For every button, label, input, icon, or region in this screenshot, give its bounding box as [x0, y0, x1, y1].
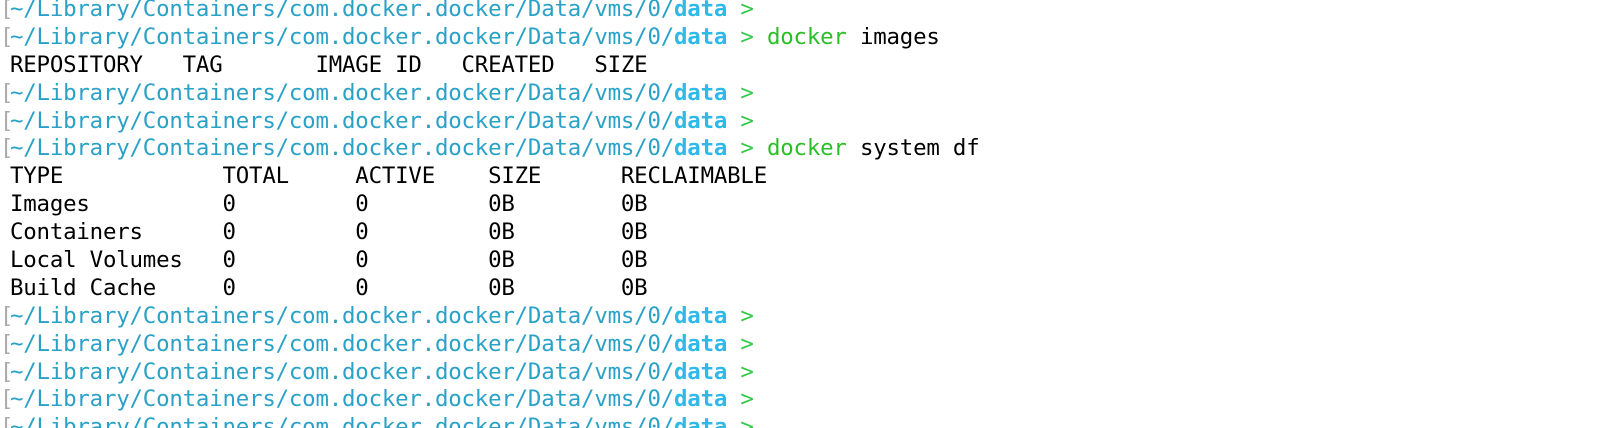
command-args: system df [846, 135, 980, 162]
prompt-line: [~/Library/Containers/com.docker.docker/… [0, 24, 1608, 52]
prompt-path: ~/Library/Containers/com.docker.docker/D… [10, 23, 675, 50]
prompt-arrow: > [740, 330, 754, 357]
prompt-arrow: > [740, 79, 754, 106]
output-text: Images 0 0 0B 0B [10, 191, 648, 218]
prompt-dir: data [674, 135, 728, 162]
prompt-dir: data [674, 23, 728, 50]
output-line: REPOSITORY TAG IMAGE ID CREATED SIZE [0, 52, 1608, 80]
prompt-dir: data [674, 414, 728, 428]
prompt-dir: data [674, 79, 728, 106]
prompt-bracket: [ [0, 107, 14, 134]
prompt-arrow: > [740, 414, 754, 428]
output-text: Containers 0 0 0B 0B [10, 219, 648, 246]
prompt-arrow: > [740, 135, 754, 162]
prompt-arrow: > [740, 386, 754, 413]
prompt-path: ~/Library/Containers/com.docker.docker/D… [10, 107, 675, 134]
prompt-dir: data [674, 358, 728, 385]
prompt-path: ~/Library/Containers/com.docker.docker/D… [10, 414, 675, 428]
output-line: TYPE TOTAL ACTIVE SIZE RECLAIMABLE [0, 163, 1608, 191]
prompt-dir: data [674, 0, 728, 22]
prompt-dir: data [674, 302, 728, 329]
prompt-bracket: [ [0, 302, 14, 329]
prompt-path: ~/Library/Containers/com.docker.docker/D… [10, 302, 675, 329]
prompt-arrow: > [740, 107, 754, 134]
prompt-bracket: [ [0, 330, 14, 357]
prompt-arrow: > [740, 0, 754, 22]
command-args: images [846, 23, 940, 50]
prompt-arrow: > [740, 358, 754, 385]
prompt-bracket: [ [0, 0, 14, 22]
prompt-bracket: [ [0, 23, 14, 50]
prompt-line: [~/Library/Containers/com.docker.docker/… [0, 303, 1608, 331]
output-text: Build Cache 0 0 0B 0B [10, 274, 648, 301]
prompt-bracket: [ [0, 135, 14, 162]
prompt-path: ~/Library/Containers/com.docker.docker/D… [10, 0, 675, 22]
output-line: Images 0 0 0B 0B [0, 191, 1608, 219]
prompt-dir: data [674, 386, 728, 413]
prompt-path: ~/Library/Containers/com.docker.docker/D… [10, 135, 675, 162]
prompt-path: ~/Library/Containers/com.docker.docker/D… [10, 79, 675, 106]
prompt-line: [~/Library/Containers/com.docker.docker/… [0, 414, 1608, 428]
output-text: Local Volumes 0 0 0B 0B [10, 247, 648, 274]
output-line: Containers 0 0 0B 0B [0, 219, 1608, 247]
prompt-line: [~/Library/Containers/com.docker.docker/… [0, 108, 1608, 136]
prompt-dir: data [674, 330, 728, 357]
prompt-line: [~/Library/Containers/com.docker.docker/… [0, 0, 1608, 24]
prompt-arrow: > [740, 23, 754, 50]
output-text: REPOSITORY TAG IMAGE ID CREATED SIZE [10, 51, 648, 78]
prompt-line: [~/Library/Containers/com.docker.docker/… [0, 386, 1608, 414]
prompt-line: [~/Library/Containers/com.docker.docker/… [0, 80, 1608, 108]
command-name: docker [766, 23, 847, 50]
output-line: Build Cache 0 0 0B 0B [0, 275, 1608, 303]
output-line: Local Volumes 0 0 0B 0B [0, 247, 1608, 275]
prompt-dir: data [674, 107, 728, 134]
prompt-arrow: > [740, 302, 754, 329]
prompt-path: ~/Library/Containers/com.docker.docker/D… [10, 358, 675, 385]
prompt-line: [~/Library/Containers/com.docker.docker/… [0, 359, 1608, 387]
prompt-path: ~/Library/Containers/com.docker.docker/D… [10, 330, 675, 357]
output-text: TYPE TOTAL ACTIVE SIZE RECLAIMABLE [10, 163, 767, 190]
command-name: docker [766, 135, 847, 162]
prompt-bracket: [ [0, 386, 14, 413]
prompt-bracket: [ [0, 358, 14, 385]
prompt-line: [~/Library/Containers/com.docker.docker/… [0, 331, 1608, 359]
prompt-line: [~/Library/Containers/com.docker.docker/… [0, 135, 1608, 163]
prompt-path: ~/Library/Containers/com.docker.docker/D… [10, 386, 675, 413]
prompt-bracket: [ [0, 79, 14, 106]
